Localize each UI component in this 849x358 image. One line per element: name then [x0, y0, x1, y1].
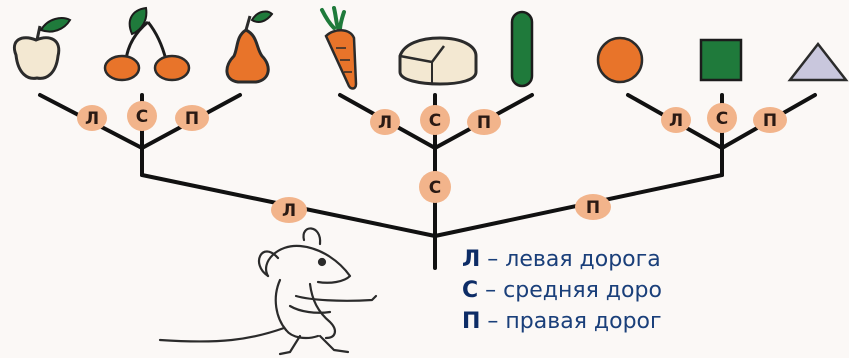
legend: Л – левая дорога С – средняя доро П – пр… — [462, 244, 849, 337]
svg-text:С: С — [429, 111, 441, 131]
badge-right-l: Л — [661, 107, 691, 133]
legend-text: – левая дорога — [487, 247, 660, 272]
badge-middle-l: Л — [370, 109, 400, 135]
badge-main-right: П — [575, 194, 611, 220]
badge-left-l: Л — [77, 105, 107, 131]
badge-right-r: П — [753, 107, 787, 133]
legend-row-left: Л – левая дорога — [462, 244, 849, 275]
legend-row-middle: С – средняя доро — [462, 275, 849, 306]
badge-middle-c: С — [420, 105, 450, 135]
badge-middle-r: П — [467, 109, 501, 135]
legend-text: – средняя доро — [485, 278, 662, 303]
svg-text:П: П — [477, 113, 491, 133]
svg-text:П: П — [586, 198, 600, 218]
svg-text:П: П — [763, 111, 777, 131]
badge-main-middle: С — [419, 171, 451, 203]
legend-row-right: П – правая дорог — [462, 306, 849, 337]
svg-text:Л: Л — [85, 109, 99, 129]
svg-text:С: С — [136, 107, 148, 127]
legend-text: – правая дорог — [487, 309, 661, 334]
badge-main-left: Л — [271, 197, 307, 223]
pear-icon — [227, 12, 272, 82]
cheese-icon — [400, 38, 476, 84]
carrot-icon — [322, 8, 356, 89]
badge-left-r: П — [175, 105, 209, 131]
cucumber-icon — [512, 12, 532, 86]
mouse-icon — [160, 228, 376, 354]
svg-text:Л: Л — [669, 111, 683, 131]
square-shape — [701, 40, 741, 80]
legend-letter: С — [462, 278, 478, 303]
svg-text:С: С — [716, 109, 728, 129]
svg-text:С: С — [429, 178, 441, 198]
legend-letter: П — [462, 309, 480, 334]
cherries-icon — [105, 8, 189, 80]
badge-right-c: С — [707, 103, 737, 133]
circle-shape — [598, 38, 642, 82]
badge-left-c: С — [127, 101, 157, 131]
legend-letter: Л — [462, 247, 480, 272]
apple-icon — [14, 18, 70, 78]
triangle-shape — [790, 44, 846, 80]
svg-text:П: П — [185, 109, 199, 129]
svg-text:Л: Л — [378, 113, 392, 133]
road-badges: Л С П Л С П Л С — [77, 101, 787, 223]
svg-text:Л: Л — [282, 201, 296, 221]
